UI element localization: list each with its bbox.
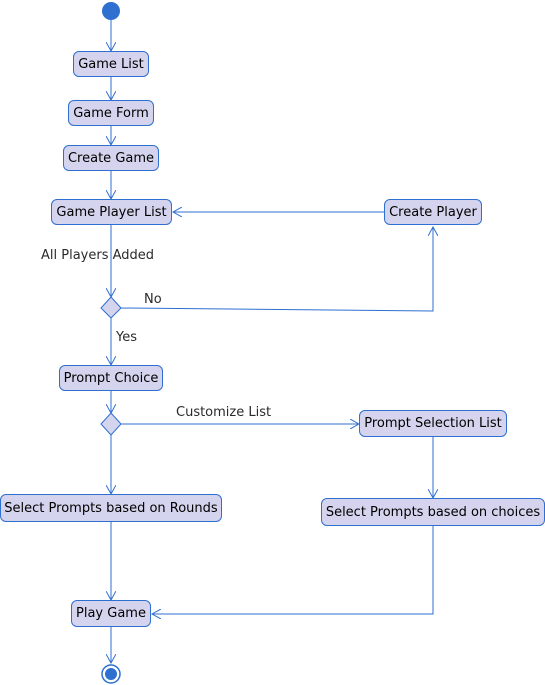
- edge-decision-no-to-create-player: [120, 227, 433, 312]
- start-node: [102, 2, 120, 20]
- node-game-form: Game Form: [68, 100, 154, 126]
- node-prompt-selection-list: Prompt Selection List: [359, 410, 507, 437]
- node-prompt-choice: Prompt Choice: [59, 365, 163, 391]
- edge-label-no: No: [144, 292, 162, 307]
- edge-label-customize-list: Customize List: [176, 405, 272, 420]
- end-node-inner: [105, 668, 117, 680]
- node-select-prompts-rounds: Select Prompts based on Rounds: [0, 494, 222, 522]
- node-create-game: Create Game: [63, 145, 159, 171]
- node-game-list: Game List: [73, 51, 149, 77]
- node-game-player-list: Game Player List: [51, 199, 172, 225]
- edge-label-yes: Yes: [116, 330, 137, 345]
- node-play-game: Play Game: [71, 600, 151, 627]
- edge-label-all-players-added: All Players Added: [41, 248, 155, 263]
- decision-diamond-prompts: [100, 412, 122, 436]
- node-select-prompts-choices: Select Prompts based on choices: [321, 498, 545, 526]
- node-create-player: Create Player: [384, 199, 482, 225]
- edge-select-choices-to-play-game: [152, 526, 434, 614]
- decision-diamond-players: [100, 296, 122, 319]
